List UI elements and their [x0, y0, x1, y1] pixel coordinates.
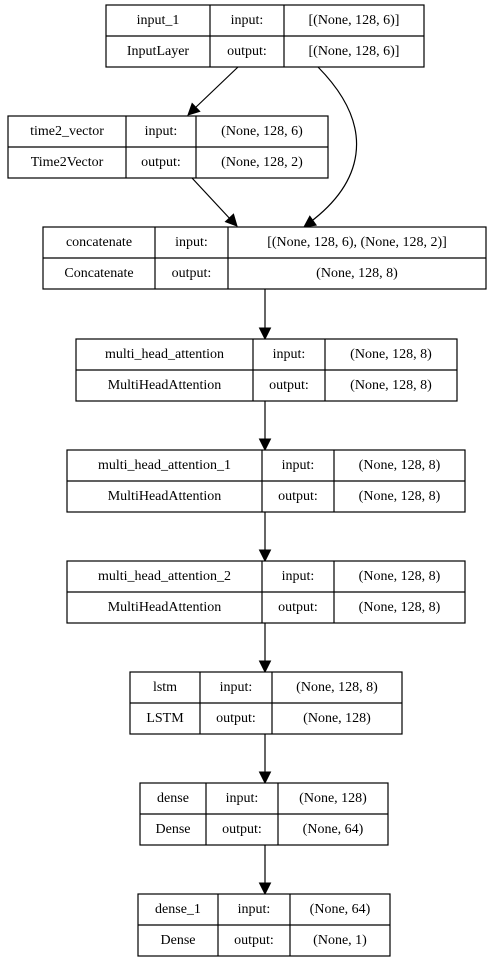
- edge-arrow: [193, 66, 239, 110]
- input-shape: (None, 128, 6): [221, 124, 303, 139]
- input-label: input:: [273, 347, 306, 362]
- output-label: output:: [141, 155, 181, 170]
- layer-name: multi_head_attention: [105, 347, 224, 362]
- layer-name: dense: [157, 791, 189, 806]
- edges-layer: [187, 66, 358, 896]
- output-shape: (None, 128, 2): [221, 155, 303, 170]
- output-shape: (None, 128, 8): [316, 266, 398, 281]
- arrowhead: [258, 882, 272, 896]
- input-shape: (None, 128, 8): [359, 569, 441, 584]
- output-label: output:: [234, 933, 274, 948]
- layer-type: Dense: [156, 822, 191, 837]
- arrowhead: [258, 549, 272, 563]
- layer-type: Dense: [161, 933, 196, 948]
- output-shape: (None, 64): [303, 822, 364, 837]
- output-shape: (None, 128, 8): [350, 378, 432, 393]
- arrowhead: [303, 215, 318, 228]
- arrowhead: [258, 771, 272, 785]
- arrowhead: [258, 438, 272, 452]
- output-shape: (None, 128): [303, 711, 371, 726]
- input-shape: [(None, 128, 6), (None, 128, 2)]: [267, 235, 447, 250]
- layer-node: multi_head_attention_2MultiHeadAttention…: [66, 560, 466, 624]
- input-label: input:: [231, 13, 264, 28]
- output-shape: (None, 1): [313, 933, 367, 948]
- layer-type: MultiHeadAttention: [108, 489, 222, 504]
- input-label: input:: [226, 791, 259, 806]
- layer-type: LSTM: [146, 711, 184, 726]
- output-label: output:: [222, 822, 262, 837]
- layer-name: dense_1: [155, 902, 201, 917]
- input-label: input:: [238, 902, 271, 917]
- output-label: output:: [269, 378, 309, 393]
- input-label: input:: [282, 458, 315, 473]
- layer-node: multi_head_attention_1MultiHeadAttention…: [66, 449, 466, 513]
- input-shape: (None, 128, 8): [350, 347, 432, 362]
- layer-type: Time2Vector: [31, 155, 104, 170]
- input-label: input:: [282, 569, 315, 584]
- output-label: output:: [278, 600, 318, 615]
- input-shape: (None, 64): [310, 902, 371, 917]
- edge-arrow: [308, 66, 358, 224]
- arrowhead: [224, 213, 238, 227]
- layer-name: multi_head_attention_2: [98, 569, 231, 584]
- edge-arrow: [191, 177, 233, 222]
- input-label: input:: [175, 235, 208, 250]
- arrowhead: [187, 102, 201, 116]
- layer-type: InputLayer: [127, 44, 190, 59]
- layer-type: MultiHeadAttention: [108, 378, 222, 393]
- layer-name: lstm: [153, 680, 177, 695]
- arrowhead: [258, 327, 272, 341]
- input-shape: (None, 128): [299, 791, 367, 806]
- input-shape: (None, 128, 8): [296, 680, 378, 695]
- output-label: output:: [227, 44, 267, 59]
- output-label: output:: [172, 266, 212, 281]
- output-label: output:: [216, 711, 256, 726]
- layer-type: MultiHeadAttention: [108, 600, 222, 615]
- output-label: output:: [278, 489, 318, 504]
- input-shape: (None, 128, 8): [359, 458, 441, 473]
- input-label: input:: [220, 680, 253, 695]
- arrowhead: [258, 660, 272, 674]
- input-shape: [(None, 128, 6)]: [309, 13, 400, 28]
- output-shape: (None, 128, 8): [359, 489, 441, 504]
- layer-name: multi_head_attention_1: [98, 458, 231, 473]
- output-shape: [(None, 128, 6)]: [309, 44, 400, 59]
- input-label: input:: [145, 124, 178, 139]
- layer-name: concatenate: [66, 235, 132, 250]
- layer-name: input_1: [137, 13, 180, 28]
- layer-type: Concatenate: [64, 266, 133, 281]
- output-shape: (None, 128, 8): [359, 600, 441, 615]
- layer-name: time2_vector: [30, 124, 104, 139]
